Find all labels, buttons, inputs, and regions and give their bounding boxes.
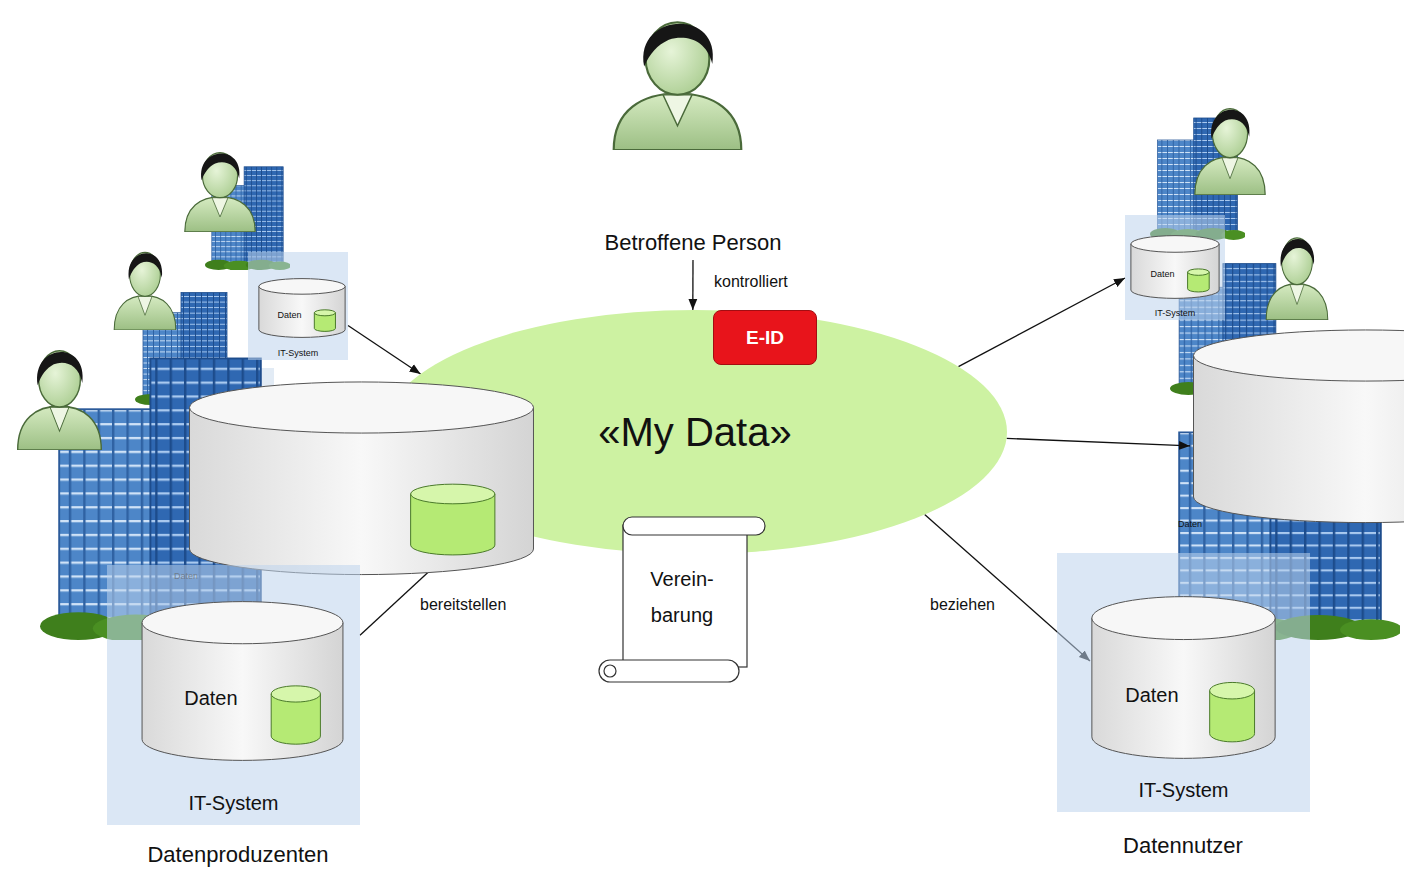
arrow-connector bbox=[958, 278, 1125, 367]
agreement-scroll: Verein- barung bbox=[597, 516, 767, 684]
cylinder-shape bbox=[186, 380, 537, 577]
data-cylinder: Daten bbox=[1190, 328, 1404, 525]
person-icon bbox=[1195, 109, 1265, 195]
group-label: Datennutzer bbox=[1033, 833, 1333, 859]
node-text: Daten bbox=[1178, 519, 1202, 529]
person-icon bbox=[185, 153, 255, 232]
data-cylinder: Daten bbox=[140, 600, 345, 762]
node-text: IT-System bbox=[188, 792, 278, 815]
node-text: IT-System bbox=[1155, 308, 1196, 318]
it-system-box: IT-System Daten bbox=[248, 252, 348, 360]
node-text: Betroffene Person bbox=[605, 230, 782, 255]
person-icon bbox=[18, 351, 102, 450]
cylinder-shape bbox=[1130, 235, 1220, 299]
person-icon bbox=[1266, 238, 1328, 320]
data-cylinder: Daten bbox=[186, 380, 537, 577]
person-icon bbox=[614, 22, 742, 150]
arrow-connector bbox=[1007, 438, 1190, 446]
arrow-connector bbox=[348, 325, 421, 374]
data-cylinder: Daten bbox=[1090, 595, 1277, 760]
group-label: Datenproduzenten bbox=[0, 842, 476, 868]
node-text: Daten bbox=[277, 310, 301, 320]
it-system-box: IT-System Daten bbox=[1057, 553, 1310, 812]
node-text: «My Data» bbox=[598, 409, 791, 455]
node-text: Daten bbox=[1150, 269, 1174, 279]
eid-badge: E-ID bbox=[713, 310, 817, 365]
edge-label: bereitstellen bbox=[418, 596, 508, 614]
person-label: Betroffene Person bbox=[563, 226, 823, 260]
node-text: E-ID bbox=[746, 327, 784, 349]
node-text: Daten bbox=[184, 687, 237, 710]
node-text: IT-System bbox=[278, 348, 319, 358]
cylinder-shape bbox=[140, 600, 345, 762]
cylinder-shape bbox=[1190, 328, 1404, 525]
data-cylinder: Daten bbox=[1130, 235, 1220, 299]
it-system-box: IT-System Daten bbox=[107, 565, 360, 825]
node-text: Daten bbox=[1125, 684, 1178, 707]
arrow-connector bbox=[692, 260, 693, 310]
node-text: Verein- barung bbox=[637, 561, 727, 633]
cylinder-shape bbox=[1090, 595, 1277, 760]
node-text: IT-System bbox=[1138, 779, 1228, 802]
it-system-box: IT-System Daten bbox=[1125, 215, 1225, 320]
data-cylinder: Daten bbox=[258, 278, 346, 338]
edge-label: kontrolliert bbox=[712, 273, 790, 291]
cylinder-shape bbox=[258, 278, 346, 338]
scroll-shape bbox=[597, 516, 767, 684]
person-icon bbox=[114, 252, 176, 330]
edge-label: beziehen bbox=[928, 596, 997, 614]
